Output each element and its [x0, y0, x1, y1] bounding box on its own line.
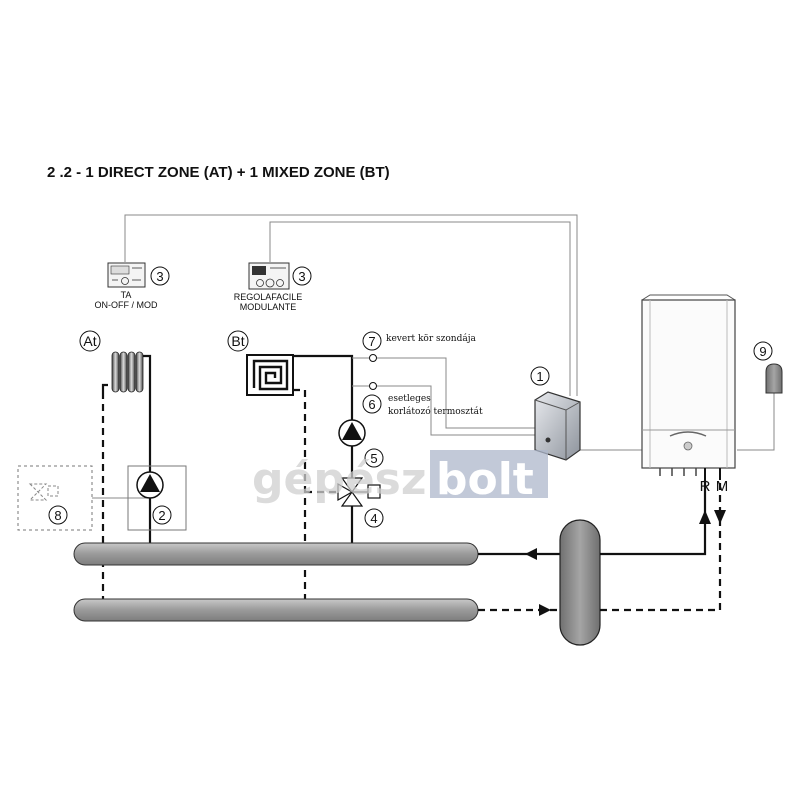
component-3-ta-label: 3 — [150, 266, 170, 286]
control-wiring — [92, 214, 775, 499]
mixing-valve-4 — [337, 477, 381, 507]
svg-text:bolt: bolt — [436, 454, 534, 505]
return-manifold — [73, 598, 479, 622]
component-7-label: 7 — [362, 331, 382, 351]
component-3-regolafacile-label: 3 — [292, 266, 312, 286]
svg-text:At: At — [83, 333, 96, 349]
component-9-label: 9 — [753, 341, 773, 361]
pump-2-box — [127, 465, 187, 531]
component-4-label: 4 — [364, 508, 384, 528]
component-1-label: 1 — [530, 366, 550, 386]
zone-bt-label: Bt — [227, 330, 249, 352]
return-direction-arrow — [539, 604, 551, 616]
pump-2 — [136, 471, 164, 499]
optional-valve-8-box — [17, 465, 93, 531]
component-6-label: 6 — [362, 394, 382, 414]
floor-heating-coil — [246, 354, 294, 396]
flow-label: M — [716, 478, 729, 495]
svg-text:8: 8 — [54, 508, 61, 523]
svg-text:5: 5 — [370, 451, 377, 466]
flow-manifold — [73, 542, 479, 566]
probe-sensor-point — [369, 354, 377, 362]
zone-at-label: At — [79, 330, 101, 352]
svg-text:9: 9 — [759, 344, 766, 359]
modulante-label: MODULANTE — [240, 302, 297, 312]
bt-return-pipe — [293, 388, 307, 599]
boiler-return-pipe — [600, 480, 707, 556]
zone-module — [534, 391, 581, 461]
boiler-flow-pipe — [600, 480, 722, 612]
watermark: gépész bolt — [252, 450, 548, 505]
limit-thermostat-label-1: esetleges — [388, 394, 431, 404]
return-label: R — [700, 478, 711, 495]
probe-label: kevert kör szondája — [386, 333, 476, 344]
svg-text:2: 2 — [158, 508, 165, 523]
regolafacile-label: REGOLAFACILE — [234, 292, 303, 302]
svg-text:4: 4 — [370, 511, 377, 526]
svg-text:1: 1 — [536, 369, 543, 384]
component-2-label: 2 — [152, 505, 172, 525]
m-direction-arrow — [714, 510, 726, 524]
bt-flow-pipe — [293, 354, 354, 543]
svg-text:Bt: Bt — [231, 333, 244, 349]
ta-label: TA — [121, 290, 132, 300]
limit-thermostat-label-2: korlátozó termosztát — [388, 406, 483, 417]
svg-text:7: 7 — [368, 334, 375, 349]
svg-text:3: 3 — [298, 269, 305, 284]
component-5-label: 5 — [364, 448, 384, 468]
radiator-coil — [101, 351, 144, 393]
diagram-title: 2 .2 - 1 DIRECT ZONE (AT) + 1 MIXED ZONE… — [47, 164, 390, 181]
component-8-label: 8 — [48, 505, 68, 525]
svg-text:6: 6 — [368, 397, 375, 412]
flow-direction-arrow — [525, 548, 537, 560]
limit-thermostat-point — [369, 382, 377, 390]
svg-text:gépész: gépész — [252, 454, 426, 505]
svg-text:3: 3 — [156, 269, 163, 284]
thermostat-ta — [107, 262, 146, 288]
external-sensor — [765, 363, 783, 394]
optional-zone-valve — [28, 483, 59, 501]
ta-mode-label: ON-OFF / MOD — [95, 300, 158, 310]
at-flow-pipe — [143, 354, 152, 543]
boiler — [641, 294, 736, 480]
pump-5 — [338, 419, 366, 447]
r-direction-arrow — [699, 510, 711, 524]
regolafacile-controller — [248, 262, 290, 290]
hydraulic-separator — [559, 519, 601, 646]
